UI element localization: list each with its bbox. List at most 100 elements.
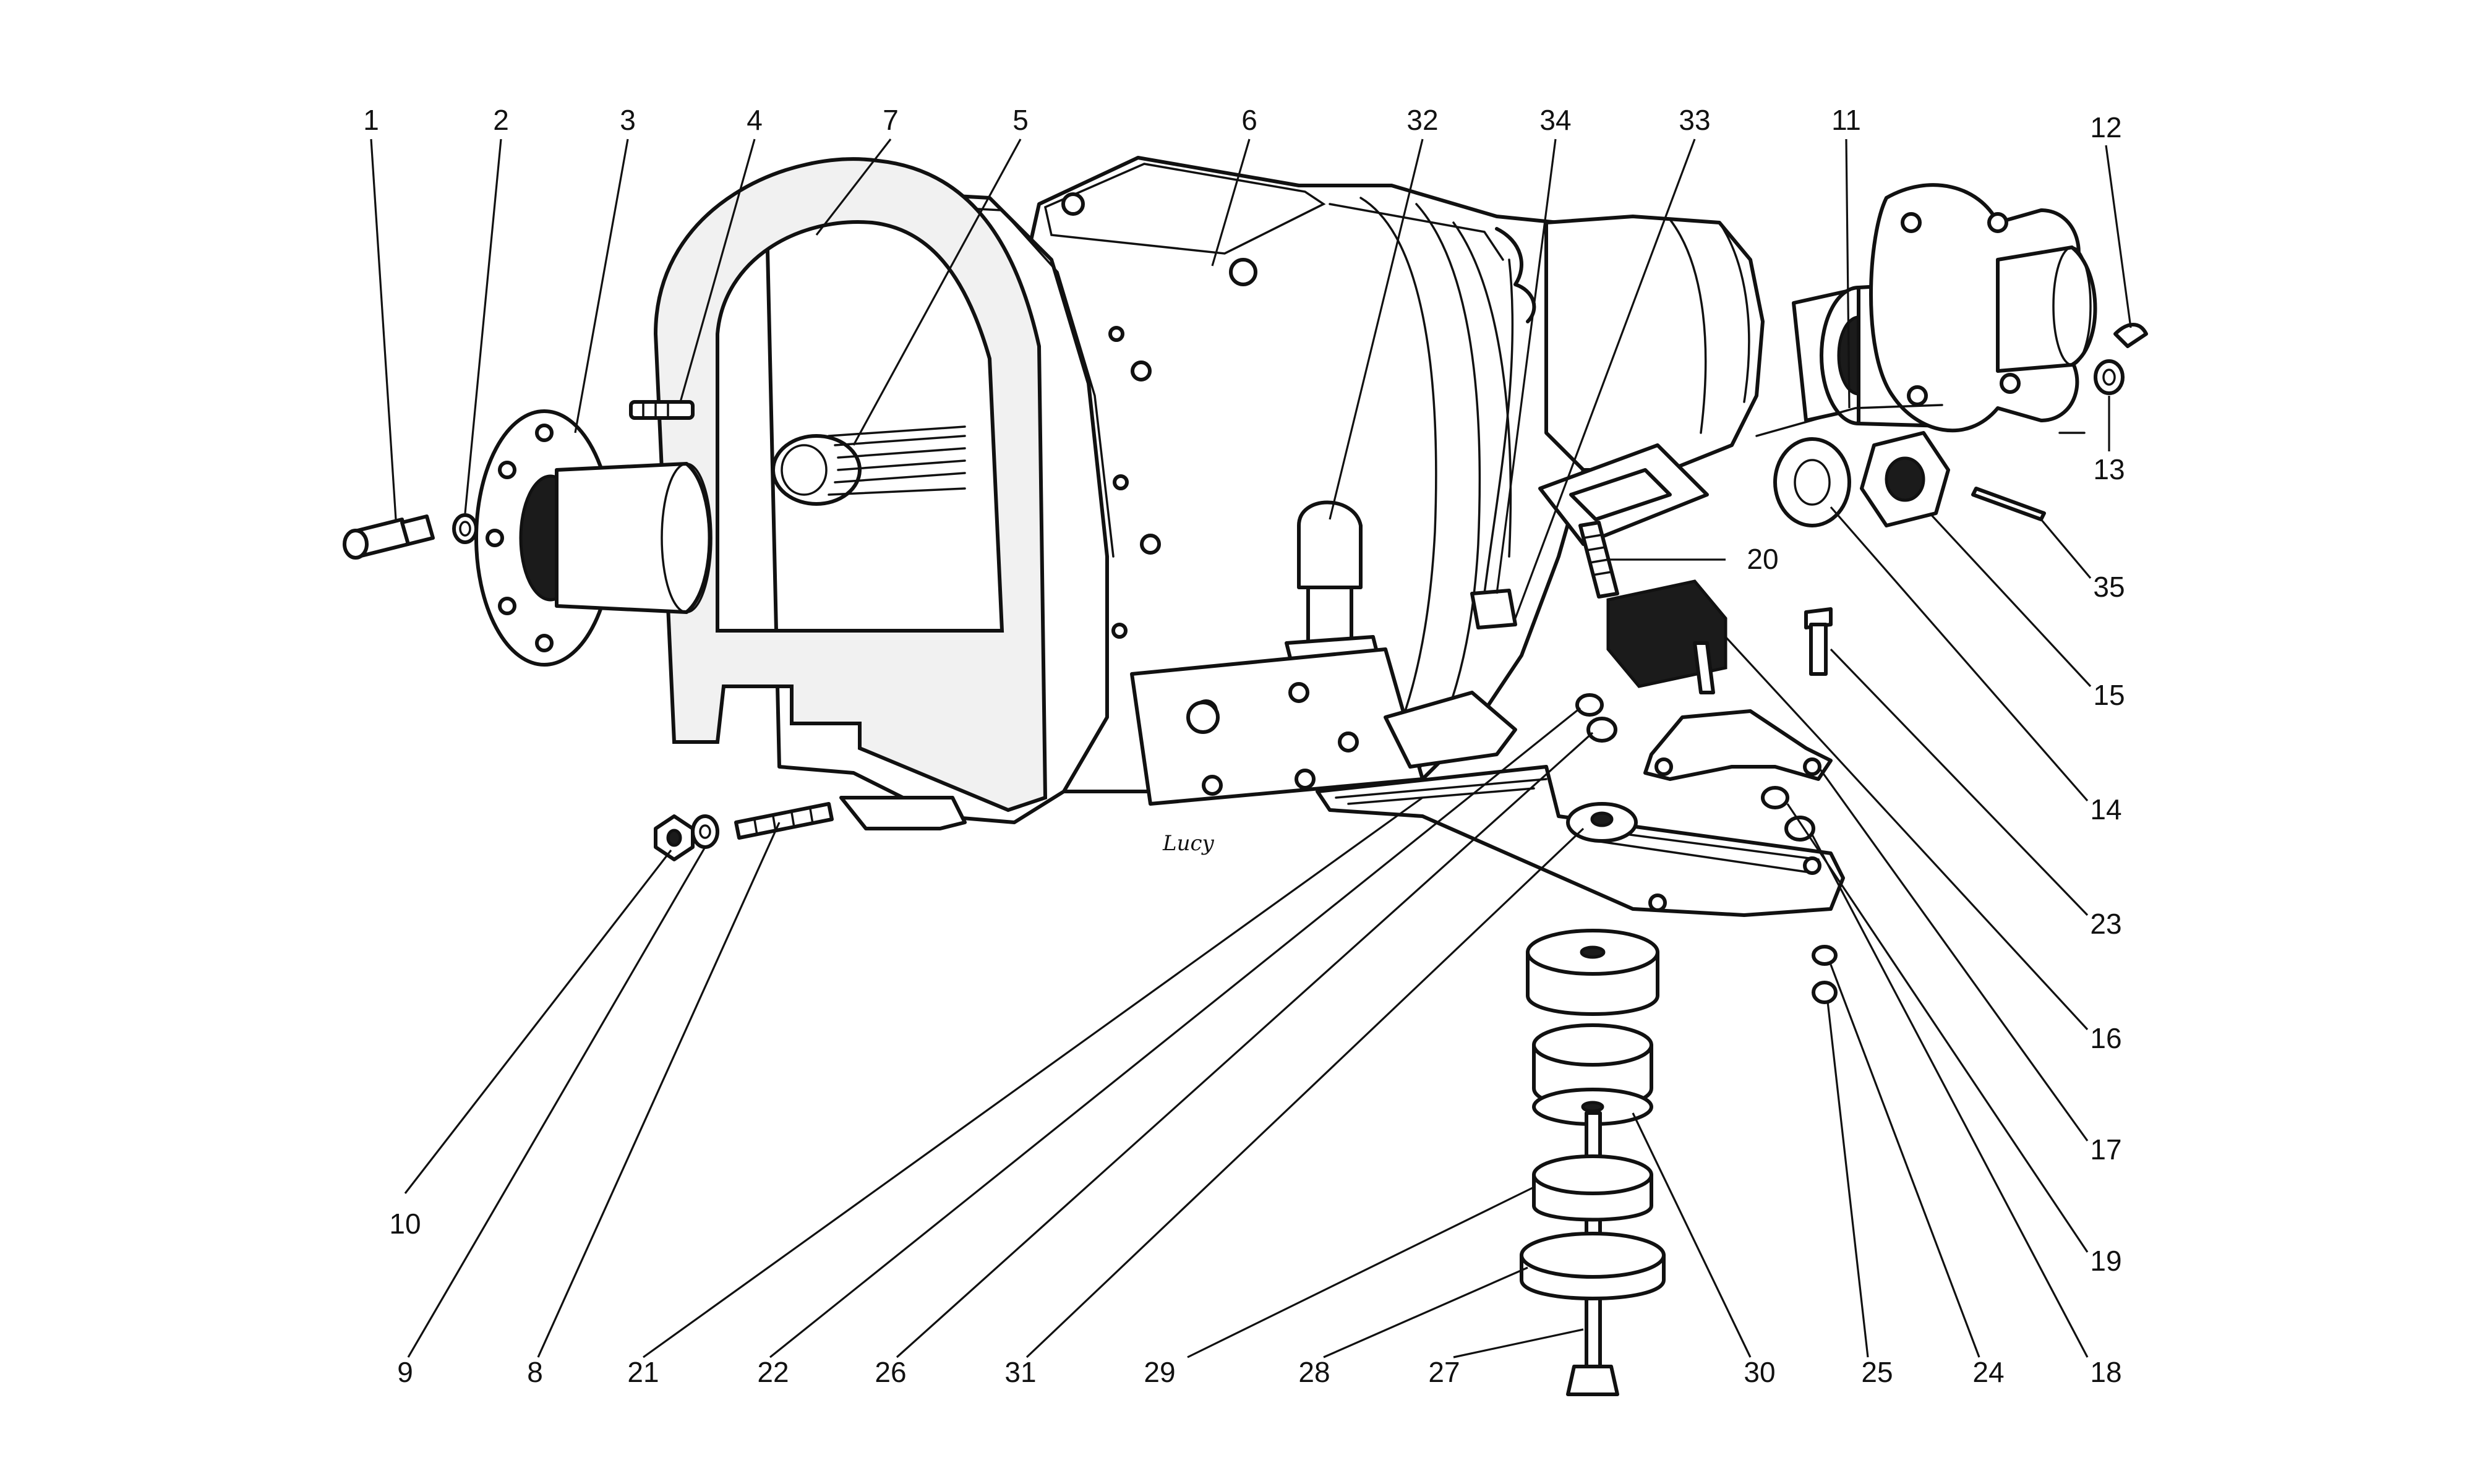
callout-label: 32 xyxy=(1406,104,1438,136)
bell-housing-gasket xyxy=(653,157,1048,812)
mount-bracket xyxy=(1538,443,1709,599)
callout-label: 27 xyxy=(1428,1356,1460,1388)
leader-12 xyxy=(2105,145,2132,328)
leader-3 xyxy=(574,139,629,433)
callout-label: 29 xyxy=(1144,1356,1175,1388)
castle-nut-15 xyxy=(1860,431,1950,527)
rear-extension-housing xyxy=(1495,215,1765,472)
callout-label: 16 xyxy=(2090,1022,2121,1054)
nut-10 xyxy=(654,814,695,861)
leader-24 xyxy=(1830,964,1980,1358)
leader-29 xyxy=(1187,1186,1534,1358)
input-shaft xyxy=(771,425,966,506)
bolt-23 xyxy=(1804,607,1833,676)
leader-30 xyxy=(1632,1112,1752,1358)
callout-label: 5 xyxy=(1012,104,1029,136)
leader-31 xyxy=(1025,827,1585,1358)
leader-8 xyxy=(537,822,781,1358)
stud-8 xyxy=(734,802,834,840)
mount-stack xyxy=(1520,929,1666,1396)
callout-label: 10 xyxy=(389,1208,421,1240)
callout-label: 18 xyxy=(2090,1356,2121,1388)
leader-32 xyxy=(1329,139,1424,520)
leader-1 xyxy=(370,139,397,520)
bush-1 xyxy=(343,514,435,560)
callout-label: 25 xyxy=(1861,1356,1893,1388)
leader-21 xyxy=(643,796,1423,1358)
callout-label: 12 xyxy=(2090,111,2121,143)
leader-6 xyxy=(1211,139,1251,267)
leader-lines xyxy=(370,139,2132,1358)
leader-25 xyxy=(1826,1001,1869,1358)
split-pin-35 xyxy=(1971,487,2046,521)
callout-label: 28 xyxy=(1298,1356,1330,1388)
rubber-mount-16 xyxy=(1606,579,1727,694)
leader-22 xyxy=(769,707,1582,1358)
leader-18 xyxy=(1811,834,2089,1358)
leader-26 xyxy=(896,731,1594,1358)
washer-19 xyxy=(1761,786,1789,809)
front-flange xyxy=(474,409,713,667)
callout-label: 23 xyxy=(2090,908,2121,940)
callout-label: 22 xyxy=(757,1356,789,1388)
callout-label: 3 xyxy=(620,104,636,136)
artist-signature: Lucy xyxy=(1162,831,1215,856)
cotter-pin-12 xyxy=(2113,323,2148,348)
support-plate xyxy=(1316,691,1845,917)
washer-9 xyxy=(691,814,719,849)
callout-label: 6 xyxy=(1241,104,1257,136)
leader-10 xyxy=(404,850,672,1194)
callout-label: 14 xyxy=(2090,793,2121,825)
callout-label: 24 xyxy=(1972,1356,2004,1388)
callout-label: 20 xyxy=(1747,543,1778,575)
callout-label: 15 xyxy=(2093,679,2125,711)
leader-11 xyxy=(1845,139,1851,409)
callout-label: 11 xyxy=(1831,104,1861,136)
callout-label: 35 xyxy=(2093,571,2125,603)
stud-4 xyxy=(629,400,695,420)
leader-5 xyxy=(852,139,1022,446)
washer-22 xyxy=(1575,693,1604,717)
leader-17 xyxy=(1817,766,2089,1141)
leader-23 xyxy=(1830,648,2089,916)
gearbox-casing xyxy=(1000,156,1598,793)
leader-15 xyxy=(1928,512,2092,688)
callout-label: 33 xyxy=(1679,104,1710,136)
leader-33 xyxy=(1514,139,1696,619)
callout-label: 34 xyxy=(1539,104,1571,136)
companion-flange-12 xyxy=(1869,183,2097,433)
leader-9 xyxy=(407,846,706,1358)
callout-label: 19 xyxy=(2090,1245,2121,1277)
side-cover xyxy=(1130,647,1424,806)
callout-label: 17 xyxy=(2090,1133,2121,1166)
callout-label: 31 xyxy=(1004,1356,1036,1388)
leader-34 xyxy=(1496,139,1557,594)
washer-14 xyxy=(1773,437,1851,527)
callout-label: 1 xyxy=(363,104,379,136)
washer-13 xyxy=(2094,359,2125,395)
callout-label: 21 xyxy=(627,1356,659,1388)
callout-label: 8 xyxy=(527,1356,543,1388)
leader-27 xyxy=(1453,1328,1584,1358)
nut-25 xyxy=(1812,981,1838,1004)
callout-label: 4 xyxy=(747,104,763,136)
washer-24 xyxy=(1812,945,1838,966)
callout-label: 2 xyxy=(493,104,509,136)
callout-label: 7 xyxy=(883,104,899,136)
leader-2 xyxy=(464,139,502,514)
ring-2 xyxy=(452,513,478,544)
leader-19 xyxy=(1786,803,2089,1253)
leader-14 xyxy=(1830,506,2089,802)
leader-28 xyxy=(1323,1266,1528,1358)
callout-label: 9 xyxy=(397,1356,413,1388)
group-line xyxy=(1755,404,1943,437)
callout-label: 13 xyxy=(2093,453,2125,485)
nut-26 xyxy=(1586,717,1617,743)
callout-numbers: 1 2 3 4 7 5 6 32 34 33 11 12 13 20 35 15… xyxy=(363,104,2125,1388)
callout-label: 30 xyxy=(1744,1356,1775,1388)
leader-7 xyxy=(815,139,892,236)
leader-4 xyxy=(679,139,756,403)
callout-label: 26 xyxy=(875,1356,906,1388)
